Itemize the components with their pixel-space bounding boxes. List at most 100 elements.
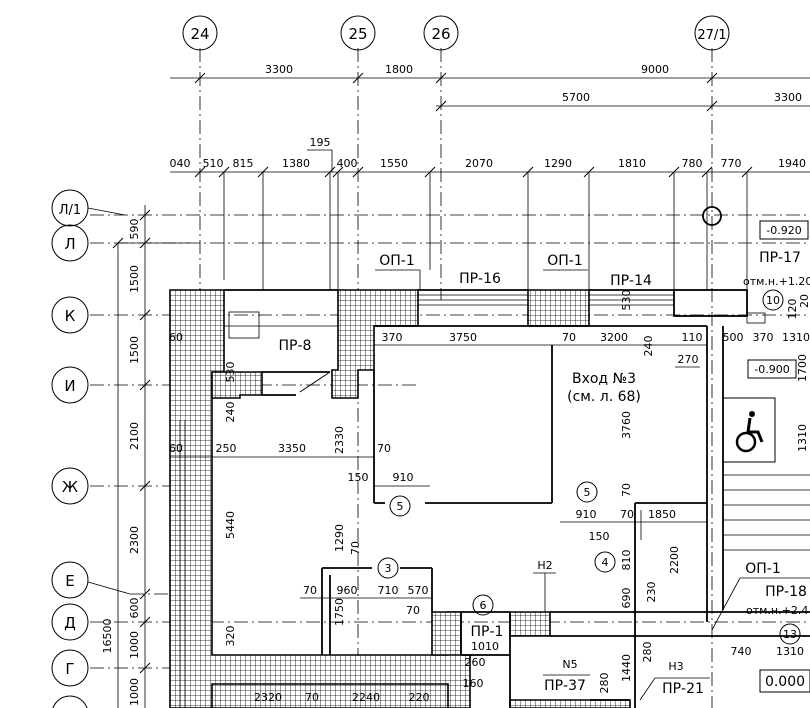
dim-int-710: 710	[378, 584, 399, 597]
dim-left-600: 600	[128, 598, 141, 619]
dim-int-500: 500	[723, 331, 744, 344]
dim-int-70-a: 70	[562, 331, 576, 344]
label-pr21: ПР-21	[662, 681, 704, 697]
level-0000: 0.000	[765, 674, 805, 690]
entrance-label: Вход №3 (см. л. 68)	[567, 371, 641, 405]
dim-int-530-b: 530	[224, 362, 237, 383]
opening-labels: ОП-1 ПР-16 ОП-1 ПР-14 ПР-17 ПР-8 ОП-1 ПР…	[279, 250, 810, 701]
dimension-chain-left: 590 1500 1500 2100 2300 600 1000 1000 16…	[101, 205, 190, 708]
interior-dimensions: 370 3750 70 3200 530 240 110 270 500 370…	[169, 290, 810, 705]
dim-int-690: 690	[620, 588, 633, 609]
dim-int-810: 810	[620, 550, 633, 571]
dim-int-910-a: 910	[393, 471, 414, 484]
dim-1800: 1800	[385, 63, 413, 76]
dim-int-70-e: 70	[349, 541, 362, 555]
dim-int-230: 230	[645, 582, 658, 603]
dim-int-2320: 2320	[254, 691, 282, 704]
dim-510: 510	[203, 157, 224, 170]
axis-label-24: 24	[190, 25, 209, 43]
dim-left-590: 590	[128, 219, 141, 240]
dim-int-960: 960	[337, 584, 358, 597]
dim-int-3350: 3350	[278, 442, 306, 455]
elev-note-120: отм.н.+1.20	[743, 275, 810, 288]
dim-int-270: 270	[678, 353, 699, 366]
dim-int-1010: 1010	[471, 640, 499, 653]
dim-3300-b: 3300	[774, 91, 802, 104]
dim-int-20: 20	[798, 294, 810, 308]
dim-int-530-a: 530	[620, 290, 633, 311]
room-marker-3: 3	[385, 562, 392, 575]
axis-label-26: 26	[431, 25, 450, 43]
level-minus-0920: -0.920	[766, 224, 801, 237]
level-minus-0900: -0.900	[754, 363, 789, 376]
wheelchair-icon	[735, 411, 764, 453]
dim-int-110: 110	[682, 331, 703, 344]
walls-masonry	[169, 289, 631, 708]
axis-label-27-1: 27/1	[697, 28, 726, 43]
dim-int-70-d: 70	[620, 508, 634, 521]
dim-int-1290: 1290	[333, 524, 346, 552]
elev-note-24: отм.н.+2.4	[746, 604, 808, 617]
entrance-ref: (см. л. 68)	[567, 389, 641, 405]
dim-int-370-a: 370	[382, 331, 403, 344]
dim-1380: 1380	[282, 157, 310, 170]
label-op1-a: ОП-1	[379, 253, 415, 269]
axis-label-k: К	[65, 307, 76, 325]
dim-int-570: 570	[408, 584, 429, 597]
label-op1-b: ОП-1	[547, 253, 583, 269]
dim-left-2300: 2300	[128, 526, 141, 554]
room-marker-5-a: 5	[397, 500, 404, 513]
dim-int-5440: 5440	[224, 511, 237, 539]
room-markers: 10 5 5 3 4 6 13	[377, 289, 801, 645]
room-marker-5-b: 5	[584, 486, 591, 499]
axis-label-g: Г	[65, 660, 74, 678]
dim-left-1000-a: 1000	[128, 631, 141, 659]
label-op1-c: ОП-1	[745, 561, 781, 577]
dim-int-2330: 2330	[333, 426, 346, 454]
dim-770: 770	[721, 157, 742, 170]
axis-label-e: Е	[65, 572, 74, 590]
dim-int-280-a: 280	[641, 642, 654, 663]
dim-int-70-g: 70	[406, 604, 420, 617]
axis-label-25: 25	[348, 25, 367, 43]
level-marks: -0.920 -0.900 0.000 отм.н.+1.20 отм.н.+2…	[743, 220, 810, 693]
dim-int-2240: 2240	[352, 691, 380, 704]
dim-int-160: 160	[463, 677, 484, 690]
dim-left-1500-b: 1500	[128, 336, 141, 364]
axis-label-i: И	[64, 377, 75, 395]
dim-int-320: 320	[224, 626, 237, 647]
dim-int-1700: 1700	[796, 354, 809, 382]
dim-1940: 1940	[778, 157, 806, 170]
dim-int-910-b: 910	[576, 508, 597, 521]
dim-int-280-b: 280	[598, 673, 611, 694]
dim-int-70-b: 70	[377, 442, 391, 455]
axis-label-l1: Л/1	[59, 203, 81, 218]
dim-9000: 9000	[641, 63, 669, 76]
dim-int-3750: 3750	[449, 331, 477, 344]
dim-int-240-a: 240	[642, 336, 655, 357]
dim-780: 780	[682, 157, 703, 170]
dimension-chain-top: 3300 1800 9000 5700 3300 195	[170, 63, 810, 290]
dim-815: 815	[233, 157, 254, 170]
dim-int-3200: 3200	[600, 331, 628, 344]
axis-label-l: Л	[64, 235, 75, 253]
dim-2070: 2070	[465, 157, 493, 170]
dim-int-70-c: 70	[620, 483, 633, 497]
room-marker-13: 13	[783, 628, 797, 641]
dim-left-16500: 16500	[101, 619, 114, 654]
dim-1810: 1810	[618, 157, 646, 170]
room-marker-6: 6	[480, 599, 487, 612]
dim-int-250: 250	[216, 442, 237, 455]
axis-label-zh: Ж	[62, 478, 78, 496]
walls-lines	[179, 206, 810, 708]
label-pr37: ПР-37	[544, 678, 586, 694]
entrance-title: Вход №3	[572, 371, 636, 387]
label-pr17: ПР-17	[759, 250, 801, 266]
dim-int-2200: 2200	[668, 546, 681, 574]
axis-label-d: Д	[64, 614, 76, 632]
dim-int-240-b: 240	[224, 402, 237, 423]
dim-int-370-b: 370	[753, 331, 774, 344]
dim-int-150-a: 150	[348, 471, 369, 484]
dim-int-3760: 3760	[620, 411, 633, 439]
